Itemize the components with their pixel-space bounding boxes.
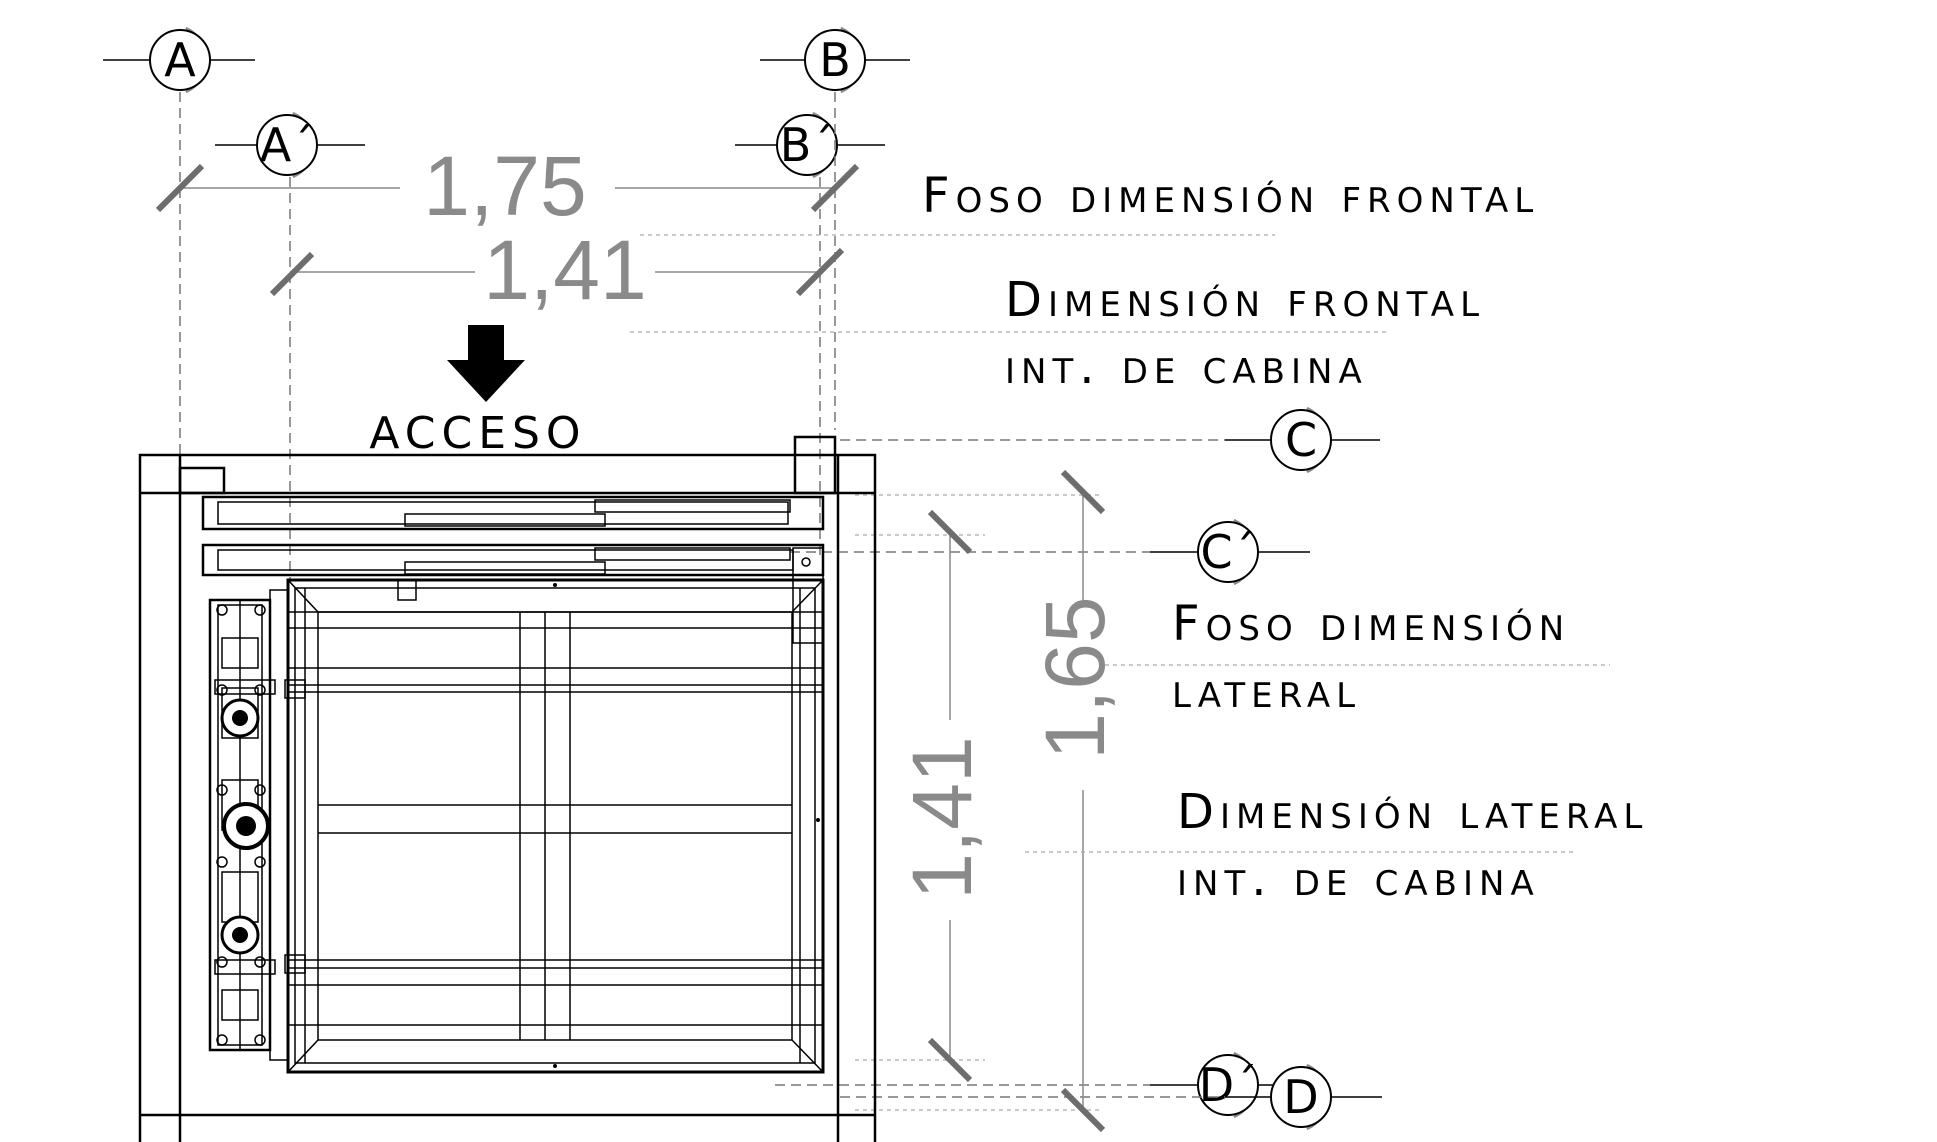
axis-label-b-prime: B´ [780, 118, 835, 172]
axis-label-d: D [1283, 1070, 1318, 1124]
axis-marker-a: A [103, 26, 255, 94]
pulley-icon [220, 698, 270, 955]
bolt-icons [216, 604, 266, 1046]
label-pit-side-1: Foso dimensión [1172, 596, 1570, 652]
axis-label-d-prime: D´ [1199, 1058, 1257, 1112]
axis-marker-d-prime: D´ [1150, 1051, 1300, 1119]
axis-label-a-prime: A´ [260, 118, 314, 172]
label-access: ACCESO [369, 408, 586, 459]
axis-marker-b: B [760, 26, 910, 94]
cabin-door [201, 543, 825, 644]
landing-door-outer [201, 495, 825, 531]
dimension-cabin-side: 1,41 [895, 509, 989, 1083]
pit-side-value: 1,65 [1028, 596, 1122, 760]
dimension-cabin-front: 1,41 [269, 223, 845, 317]
access-arrow-icon [447, 325, 525, 402]
label-cabin-side-1: Dimensión lateral [1177, 784, 1648, 840]
label-pit-side-2: lateral [1172, 663, 1361, 719]
label-cabin-front-2: int. de cabina [1005, 339, 1368, 395]
pit-outline [138, 435, 877, 1142]
axis-label-c: C [1285, 413, 1317, 467]
dimension-pit-side: 1,65 [1028, 469, 1122, 1133]
axis-marker-d: D [1225, 1063, 1382, 1131]
axis-marker-c-prime: C´ [1150, 518, 1310, 586]
axis-label-a: A [164, 33, 196, 87]
axis-marker-c: C [1225, 406, 1380, 474]
pit-front-value: 1,75 [423, 139, 587, 233]
dimension-pit-front: 1,75 [155, 139, 860, 233]
axis-label-b: B [819, 33, 851, 87]
cabin-front-value: 1,41 [483, 223, 647, 317]
cabin-side-value: 1,41 [895, 736, 989, 900]
axis-marker-b-prime: B´ [735, 111, 885, 179]
label-pit-front: Foso dimensión frontal [922, 168, 1539, 224]
label-cabin-side-2: int. de cabina [1177, 851, 1540, 907]
axis-label-c-prime: C´ [1200, 525, 1255, 579]
label-cabin-front-1: Dimensión frontal [1005, 272, 1485, 328]
cabin-body [286, 578, 825, 1074]
axis-marker-a-prime: A´ [215, 111, 365, 179]
